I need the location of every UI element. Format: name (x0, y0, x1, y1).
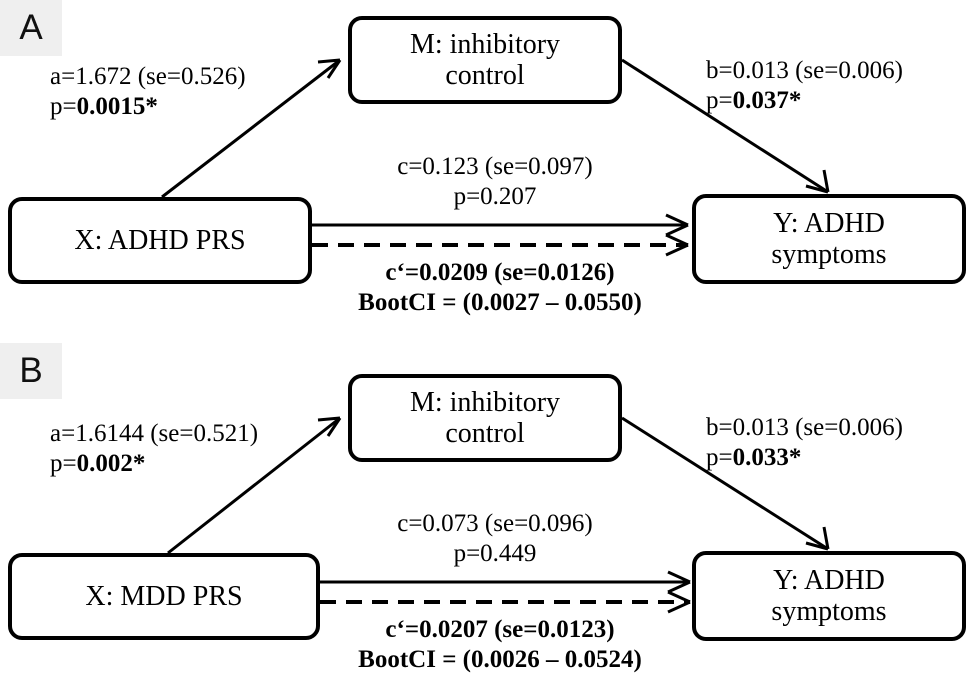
edge-b-coefficient: b=0.013 (se=0.006) (706, 414, 903, 441)
node-y-outcome: Y: ADHD symptoms (692, 551, 966, 641)
edge-b-pvalue-number: 0.037* (732, 86, 802, 114)
edge-a-pvalue-prefix: p= (50, 449, 77, 477)
node-x-label: X: ADHD PRS (74, 224, 246, 256)
edge-a-label: a=1.672 (se=0.526) p=0.0015* (50, 62, 246, 121)
edge-a-coefficient: a=1.672 (se=0.526) (50, 63, 246, 90)
edge-b-pvalue-prefix: p= (706, 443, 733, 471)
edge-b-pvalue: p=0.037* (706, 86, 903, 116)
edge-a-pvalue-prefix: p= (50, 92, 77, 120)
node-m-text: M: inhibitory control (410, 29, 560, 92)
node-m-label-line2: control (445, 418, 525, 449)
node-y-outcome: Y: ADHD symptoms (692, 194, 966, 284)
panel-b-tag: B (0, 343, 62, 399)
edge-b-arrowhead (805, 526, 830, 551)
node-y-label-line1: Y: ADHD (773, 207, 885, 239)
edge-c-prime-arrowhead (667, 590, 691, 614)
edge-c-label: c=0.123 (se=0.097) p=0.207 (330, 152, 660, 211)
edge-c-prime-arrowhead (665, 233, 689, 257)
panel-a-tag: A (0, 0, 62, 56)
edge-b-pvalue: p=0.033* (706, 443, 903, 473)
node-y-label-line1: Y: ADHD (773, 564, 885, 596)
edge-a-line (167, 416, 341, 555)
edge-a-pvalue: p=0.002* (50, 449, 258, 479)
edge-c-prime-label: c‘=0.0209 (se=0.0126) BootCI = (0.0027 –… (300, 258, 700, 317)
edge-c-coefficient: c=0.123 (se=0.097) (397, 153, 593, 180)
edge-a-pvalue: p=0.0015* (50, 92, 246, 122)
edge-b-label: b=0.013 (se=0.006) p=0.037* (706, 56, 903, 115)
node-x-label: X: MDD PRS (85, 580, 243, 612)
node-y-text: Y: ADHD symptoms (771, 208, 886, 271)
edge-c-pvalue: p=0.207 (453, 182, 537, 210)
edge-c-prime-bootci: BootCI = (0.0027 – 0.0550) (358, 288, 642, 316)
node-m-text: M: inhibitory control (410, 387, 560, 450)
edge-c-label: c=0.073 (se=0.096) p=0.449 (330, 509, 660, 568)
node-m-mediator: M: inhibitory control (348, 374, 622, 462)
edge-c-prime-bootci: BootCI = (0.0026 – 0.0524) (358, 645, 642, 673)
panel-b: B X: MDD PRS M: inhibitory control (0, 343, 970, 685)
panel-a: A X: ADHD PRS M: inhibitory control (0, 0, 970, 342)
edge-a-pvalue-number: 0.0015* (76, 92, 158, 120)
edge-a-pvalue-number: 0.002* (76, 449, 146, 477)
edge-b-line (621, 416, 829, 551)
edge-c-coefficient: c=0.073 (se=0.096) (397, 510, 593, 537)
edge-b-pvalue-prefix: p= (706, 86, 733, 114)
panel-b-edges (167, 416, 830, 614)
edge-c-arrowhead (665, 213, 689, 237)
edge-b-pvalue-number: 0.033* (732, 443, 802, 471)
node-y-label-line2: symptoms (771, 596, 887, 627)
node-m-mediator: M: inhibitory control (348, 16, 622, 104)
edge-a-arrowhead (317, 416, 342, 437)
edge-c-prime-coefficient: c‘=0.0209 (se=0.0126) (385, 259, 615, 286)
node-m-label-line1: M: inhibitory (409, 28, 561, 60)
edge-c-arrowhead (667, 570, 691, 594)
edge-c-pvalue: p=0.449 (453, 539, 537, 567)
node-m-label-line2: control (445, 60, 525, 91)
edge-b-label: b=0.013 (se=0.006) p=0.033* (706, 413, 903, 472)
node-y-text: Y: ADHD symptoms (771, 565, 886, 628)
node-m-label-line1: M: inhibitory (409, 386, 561, 418)
edge-a-arrowhead (317, 58, 342, 79)
panel-a-edges (161, 58, 830, 257)
node-y-label-line2: symptoms (771, 239, 887, 270)
node-x-predictor: X: MDD PRS (8, 553, 320, 640)
edge-b-arrowhead (805, 169, 830, 194)
node-x-predictor: X: ADHD PRS (8, 197, 312, 284)
edge-b-line (621, 58, 829, 194)
edge-c-prime-coefficient: c‘=0.0207 (se=0.0123) (385, 616, 615, 643)
edge-a-coefficient: a=1.6144 (se=0.521) (50, 420, 259, 447)
edge-b-coefficient: b=0.013 (se=0.006) (706, 57, 903, 84)
edge-c-prime-label: c‘=0.0207 (se=0.0123) BootCI = (0.0026 –… (300, 615, 700, 674)
edge-a-line (161, 58, 341, 199)
edge-a-label: a=1.6144 (se=0.521) p=0.002* (50, 419, 258, 478)
